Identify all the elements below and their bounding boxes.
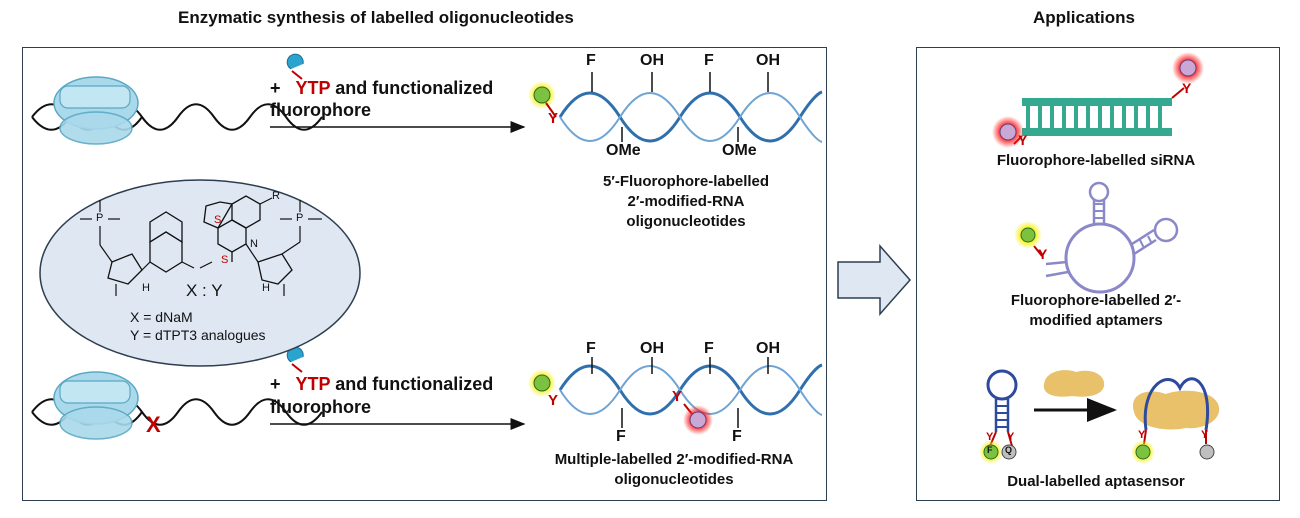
reagent-fluorophore-bottom: fluorophore <box>270 397 371 417</box>
caption-line: 2′-modified-RNA <box>627 193 745 210</box>
polymerase-bottom <box>53 371 139 440</box>
fluorophore-bottom-internal <box>683 403 713 435</box>
substituent-oh1: OH <box>640 340 664 357</box>
aptasensor-hairpin <box>979 369 1018 464</box>
reaction-conditions-bottom: + YTP and functionalized <box>270 373 493 395</box>
caption-line: oligonucleotides <box>626 213 746 230</box>
caption-line: 5′-Fluorophore-labelled <box>602 173 770 190</box>
reagent-text: and functionalized <box>330 78 494 98</box>
atom-p-left: P <box>96 212 104 224</box>
atom-h-left: H <box>142 282 150 294</box>
synthesis-panel <box>22 47 827 501</box>
caption-bottom-strand: Multiple-labelled 2′-modified-RNA oligon… <box>526 450 822 490</box>
ytp-icon-top <box>286 53 304 80</box>
y-linker-hairpin-1: Y <box>986 431 994 443</box>
y-linker-hairpin-2: Y <box>1007 431 1015 443</box>
quencher-q-label: Q <box>1005 445 1013 455</box>
caption-top-strand: 5′-Fluorophore-labelled 2′-modified-RNA … <box>566 172 806 232</box>
atom-s-thiophene: S <box>214 214 222 226</box>
y-linker-top: Y <box>548 110 559 127</box>
substituent-oh2: OH <box>756 340 780 357</box>
caption-line: modified aptamers <box>1029 312 1163 329</box>
ytp-label: YTP <box>295 78 331 98</box>
right-title: Applications <box>1033 8 1136 27</box>
reagent-text: and functionalized <box>330 374 494 394</box>
atom-p-right: P <box>296 212 304 224</box>
applications-panel <box>916 47 1280 501</box>
y-linker-bottom: Y <box>548 392 559 409</box>
fluorophore-f-label: F <box>987 445 993 455</box>
base-pair-ellipse <box>39 179 361 367</box>
substituent-f1: F <box>586 52 596 69</box>
aptasensor-bound <box>1131 377 1220 464</box>
aptamer <box>1014 181 1179 294</box>
sirna-duplex <box>992 52 1204 148</box>
caption-aptasensor: Dual-labelled aptasensor <box>1007 473 1185 490</box>
substituent-f2: F <box>704 52 714 69</box>
caption-line: Fluorophore-labelled 2′- <box>1010 292 1182 309</box>
substituent-ome1: OMe <box>606 142 641 159</box>
caption-line: Multiple-labelled 2′-modified-RNA <box>554 451 794 468</box>
y-linker-aptamer: Y <box>1038 246 1048 262</box>
polymerase-top <box>53 76 139 145</box>
substituent-oh2: OH <box>756 52 780 69</box>
atom-s-thione: S <box>221 254 229 266</box>
ytp-label: YTP <box>295 374 331 394</box>
substituent-f4: F <box>732 428 742 445</box>
y-linker-sirna-1: Y <box>1182 80 1192 96</box>
caption-aptamer: Fluorophore-labelled 2′- modified aptame… <box>936 291 1256 331</box>
fluorophore-bottom-5prime <box>528 369 556 397</box>
atom-h-right: H <box>262 282 270 294</box>
caption-line: oligonucleotides <box>614 471 734 488</box>
reagent-fluorophore-top: fluorophore <box>270 100 371 120</box>
y-definition: Y = dTPT3 analogues <box>130 327 266 343</box>
substituent-f3: F <box>616 428 626 445</box>
unnatural-base-x-mark: X <box>146 412 161 437</box>
base-pair-label: X : Y <box>186 281 223 300</box>
y-linker-bound-2: Y <box>1201 429 1209 441</box>
atom-n: N <box>250 238 258 250</box>
rna-strand-top <box>558 72 823 143</box>
caption-sirna: Fluorophore-labelled siRNA <box>996 152 1196 169</box>
target-molecule-free <box>1043 370 1105 397</box>
left-title: Enzymatic synthesis of labelled oligonuc… <box>178 8 574 27</box>
y-linker-internal: Y <box>672 388 683 405</box>
atom-r: R <box>272 190 280 202</box>
substituent-f2: F <box>704 340 714 357</box>
plus-sign: + <box>270 374 281 394</box>
plus-sign: + <box>270 78 281 98</box>
substituent-f1: F <box>586 340 596 357</box>
y-linker-bound-1: Y <box>1138 429 1146 441</box>
fluorophore-top <box>528 81 557 118</box>
substituent-oh1: OH <box>640 52 664 69</box>
y-linker-sirna-2: Y <box>1018 132 1028 148</box>
panel-arrow <box>837 244 912 316</box>
ytp-icon-bottom <box>286 346 304 373</box>
x-definition: X = dNaM <box>130 309 193 325</box>
substituent-ome2: OMe <box>722 142 757 159</box>
reaction-conditions-top: + YTP and functionalized <box>270 77 493 99</box>
